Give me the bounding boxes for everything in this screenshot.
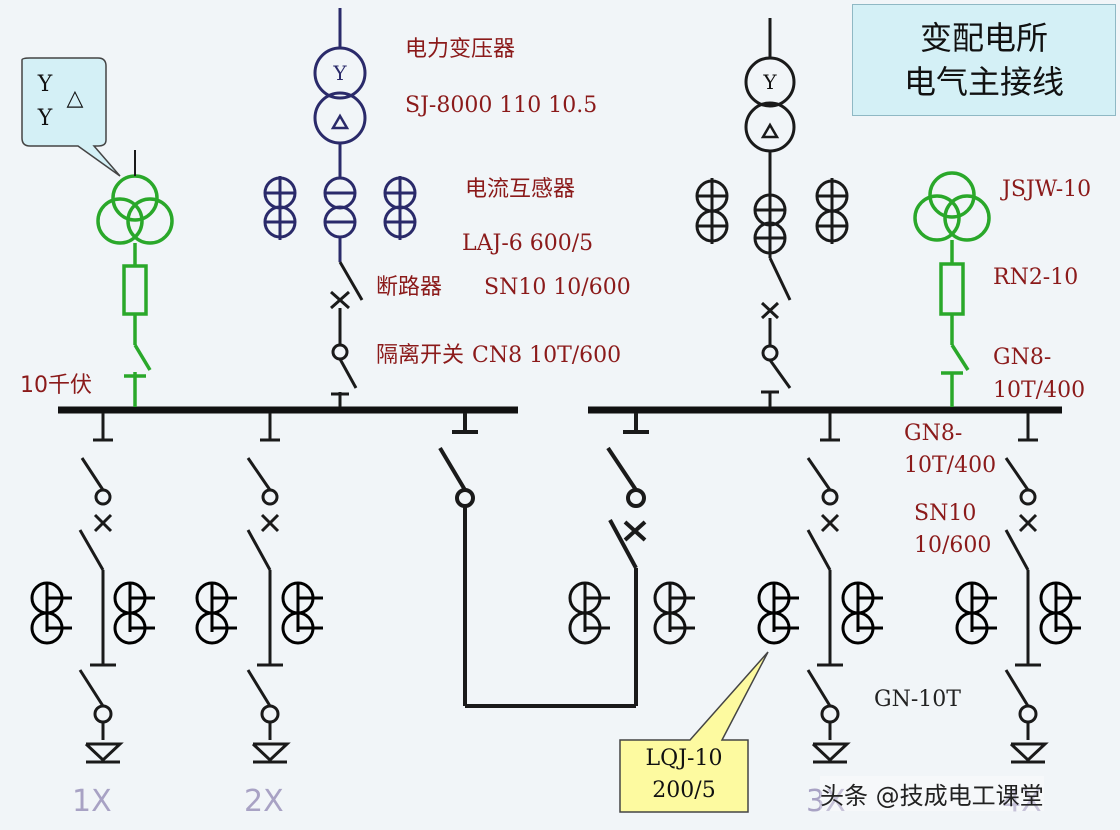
incoming-left	[263, 8, 417, 407]
callout-vt-bubble	[21, 57, 121, 177]
feeder-label-4: 4X	[1002, 784, 1042, 819]
label-rn2: RN2-10	[993, 265, 1079, 290]
feeder-4	[955, 413, 1083, 764]
diagram-title: 变配电所 电气主接线	[852, 4, 1116, 116]
feeder-label-2: 2X	[244, 784, 284, 819]
label-gn8-b-1: GN8-	[904, 421, 963, 446]
feeder-label-3: 3X	[806, 784, 846, 819]
feeder-1	[30, 413, 157, 764]
label-main-transformer: 电力变压器	[405, 37, 516, 62]
feeder-2	[195, 413, 325, 764]
voltage-transformer-right	[913, 171, 991, 407]
label-gn8-a-1: GN8-	[993, 345, 1052, 370]
vt-callout-y1: Y	[37, 72, 53, 97]
label-current-transformer: 电流互感器	[465, 177, 576, 202]
bus-tie	[438, 413, 697, 708]
label-main-transformer-model: SJ-8000 110 10.5	[405, 93, 598, 118]
label-gn8-b-2: 10T/400	[904, 453, 997, 478]
voltage-transformer-left	[96, 150, 174, 407]
callout-ct-bubble	[619, 651, 769, 813]
label-isolator-model: CN8 10T/600	[472, 343, 622, 368]
label-jsjw: JSJW-10	[1002, 177, 1092, 202]
vt-callout-y2: Y	[37, 106, 53, 131]
label-breaker: 断路器	[376, 275, 443, 300]
vt-callout-delta: △	[66, 86, 84, 111]
title-line-1: 变配电所	[919, 19, 1048, 57]
label-sn10-1: SN10	[914, 501, 977, 526]
title-line-2: 电气主接线	[903, 63, 1064, 101]
transformer-left-y: Y	[333, 61, 347, 85]
label-sn10-2: 10/600	[914, 533, 992, 558]
feeder-label-1: 1X	[72, 784, 112, 819]
ct-callout-line-2: 200/5	[652, 778, 716, 803]
feeder-3	[757, 413, 885, 764]
label-current-transformer-model: LAJ-6 600/5	[462, 231, 594, 256]
ct-callout-line-1: LQJ-10	[645, 746, 723, 771]
watermark: 头条 @技成电工课堂	[820, 776, 1044, 811]
transformer-right-y: Y	[763, 70, 777, 94]
label-breaker-model: SN10 10/600	[484, 275, 631, 300]
label-gn8-a-2: 10T/400	[993, 378, 1086, 403]
incoming-right	[695, 18, 849, 407]
label-gn10t: GN-10T	[874, 687, 961, 712]
label-isolator: 隔离开关	[376, 343, 465, 368]
label-bus-voltage: 10千伏	[20, 373, 92, 398]
